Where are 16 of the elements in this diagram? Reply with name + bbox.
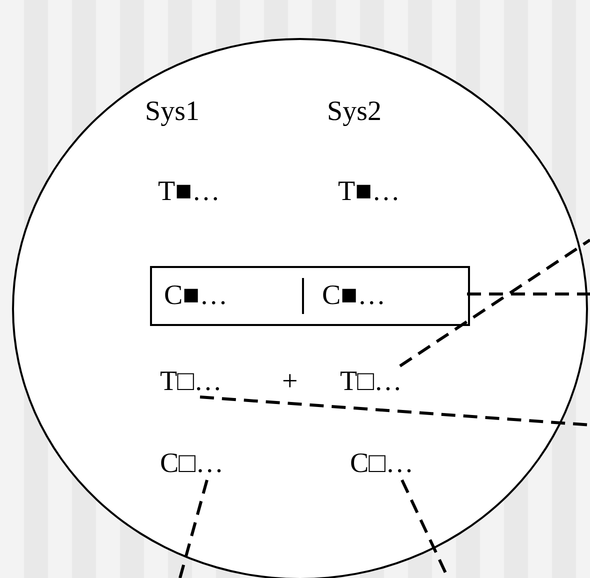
column-heading: Sys2 — [327, 96, 382, 128]
leader-line — [178, 480, 208, 578]
term-text: C□… — [160, 448, 224, 480]
framed-box — [150, 266, 470, 326]
term-text: T■… — [158, 176, 220, 208]
term-text: T■… — [338, 176, 400, 208]
term-text: C■… — [322, 280, 386, 312]
leader-line — [399, 238, 590, 368]
term-text: C□… — [350, 448, 414, 480]
leader-line — [467, 292, 590, 296]
column-heading: Sys1 — [145, 96, 200, 128]
term-text: T□… — [160, 366, 222, 398]
leader-line — [200, 396, 590, 426]
term-text: C■… — [164, 280, 228, 312]
term-text: T□… — [340, 366, 402, 398]
plus-sign: + — [282, 366, 298, 398]
